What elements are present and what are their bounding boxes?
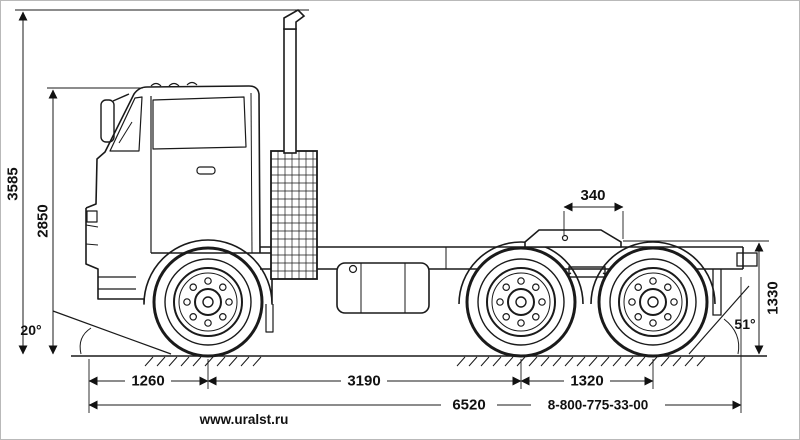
exhaust-stack [283,9,306,154]
rear-wheel [597,246,709,358]
departure-angle-arc [723,318,740,355]
muffler-box [270,150,318,280]
wiper [118,121,133,144]
website-url: www.uralst.ru [199,412,289,427]
phone-number: 8-800-775-33-00 [548,398,649,413]
dimension-labels: 3585 2850 340 1330 20° 51° 1260 3190 132… [5,167,782,413]
label-bogie-spacing: 1320 [570,373,603,390]
label-backgrounds [125,373,665,413]
rear-fenders [458,241,716,305]
ground-line [71,355,767,367]
side-window [152,96,247,150]
label-front-overhang: 1260 [131,373,164,390]
departure-angle-line [688,285,750,355]
cab-outline-upper [85,85,261,254]
truck-cab [85,81,274,333]
roof-markers [150,81,198,87]
label-saddle-height: 1330 [765,281,782,314]
label-overall-length: 6520 [452,397,485,414]
mirror-arm [112,93,130,102]
taillight-bracket [736,252,758,267]
label-fifth-wheel-offset: 340 [580,187,605,204]
door-handle [196,166,216,175]
bumper-lines [85,224,99,246]
footer: 8-800-775-33-00 www.uralst.ru [199,398,649,428]
fifth-wheel-pivot [561,234,569,242]
label-overall-height: 3585 [5,167,22,200]
approach-angle-line [52,310,172,355]
middle-wheel [465,246,577,358]
door-rear-edge [250,92,253,254]
front-wheel [152,246,264,358]
cab-steps [98,276,136,290]
label-wheelbase: 3190 [347,373,380,390]
approach-angle-arc [79,327,92,355]
cab-outline-lower [85,208,273,305]
windshield [109,96,143,152]
fifth-wheel [524,229,622,248]
label-approach-angle: 20° [20,322,41,338]
ground-hatch-rear [456,356,706,367]
rear-mudflap [712,269,722,316]
label-cab-height: 2850 [35,204,52,237]
ground-hatch-front [144,356,262,367]
label-departure-angle: 51° [734,316,755,332]
mirror [100,99,115,143]
headlight [86,210,98,223]
front-mudflap [265,304,274,333]
exhaust-tip [283,9,306,30]
fuel-cap [348,264,358,274]
fuel-tank [336,262,430,314]
